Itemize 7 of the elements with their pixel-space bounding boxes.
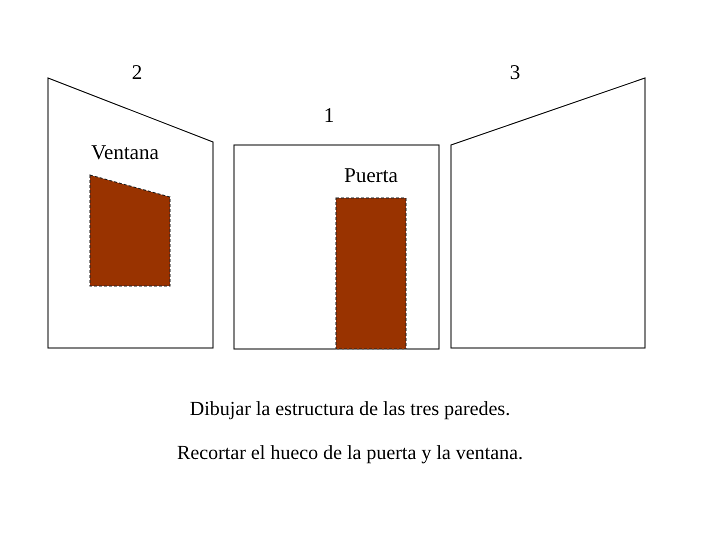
instruction-text: Recortar el hueco de la puerta y la ventana. <box>176 441 524 465</box>
wall-number: 2 <box>132 60 142 84</box>
wall-number: 1 <box>324 103 334 127</box>
opening-label: Ventana <box>91 140 159 164</box>
instruction-text: Dibujar la estructura de las tres paredes. <box>188 397 512 421</box>
opening-label: Puerta <box>344 163 398 187</box>
wall-number: 3 <box>510 60 520 84</box>
